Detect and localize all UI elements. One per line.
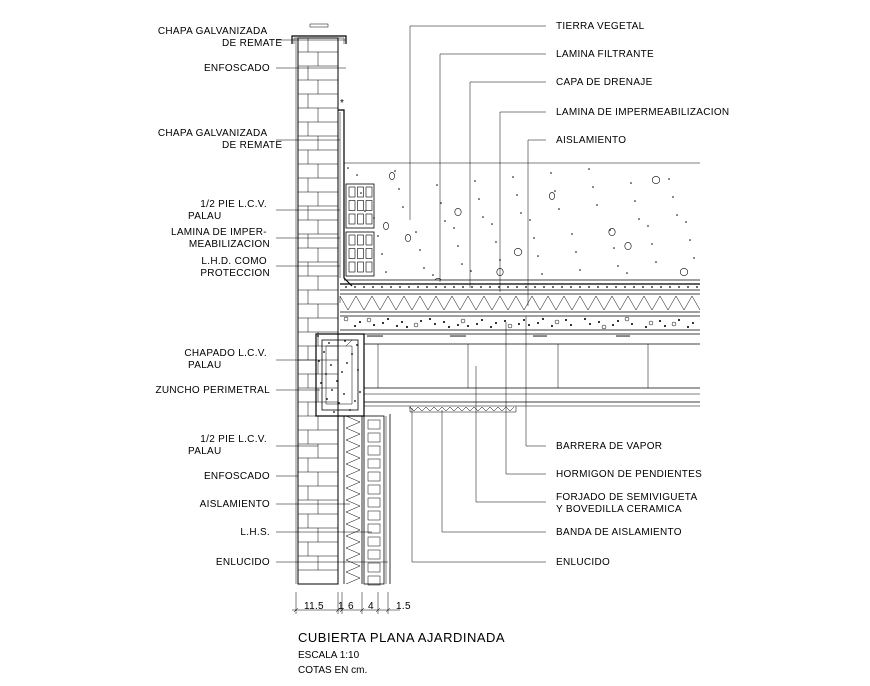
- drawing-title: CUBIERTA PLANA AJARDINADA: [298, 630, 505, 645]
- label-forjado: FORJADO DE SEMIVIGUETA Y BOVEDILLA CERAM…: [556, 492, 700, 515]
- label-chapado-lcv: CHAPADO L.C.V. PALAU: [184, 348, 270, 371]
- left-leaders: [276, 39, 388, 563]
- label-lamina-filtrante: LAMINA FILTRANTE: [556, 49, 654, 60]
- soil-layer: [344, 162, 700, 281]
- label-zuncho-perimetral: ZUNCHO PERIMETRAL: [155, 385, 270, 396]
- drawing-units: COTAS EN cm.: [298, 665, 367, 676]
- hollow-brick-lower: [363, 414, 391, 586]
- label-enlucido-left: ENLUCIDO: [216, 557, 270, 568]
- label-aislamiento-right: AISLAMIENTO: [556, 135, 626, 146]
- brick-wall: [295, 37, 339, 585]
- label-tierra-vegetal: TIERRA VEGETAL: [556, 21, 645, 32]
- svg-text:*: *: [340, 98, 344, 109]
- dimension-line: [292, 592, 400, 614]
- lower-cavity-insulation: [343, 415, 363, 585]
- label-banda-aislamiento: BANDA DE AISLAMIENTO: [556, 527, 682, 538]
- dimension-1-5: 1.5: [396, 601, 411, 612]
- label-lamina-impermeabilizacion: LAMINA DE IMPERMEABILIZACION: [556, 107, 729, 118]
- slab-forjado: [364, 333, 700, 413]
- insulation-layer: [339, 293, 701, 313]
- inner-flashing: *: [338, 98, 353, 287]
- label-lhs: L.H.S.: [240, 527, 270, 538]
- label-enlucido-right: ENLUCIDO: [556, 557, 610, 568]
- dimension-1: 1: [338, 601, 344, 612]
- drawing-scale: ESCALA 1:10: [298, 650, 360, 661]
- dimension-4: 4: [368, 601, 374, 612]
- hollow-brick-protection: [345, 183, 375, 277]
- right-labels: TIERRA VEGETAL LAMINA FILTRANTE CAPA DE …: [556, 21, 729, 568]
- label-enfoscado-top: ENFOSCADO: [204, 63, 270, 74]
- drainage-layer: [340, 283, 700, 291]
- label-chapa-remate-mid: CHAPA GALVANIZADA DE REMATE: [158, 128, 282, 151]
- label-chapa-remate-top: CHAPA GALVANIZADA DE REMATE: [158, 26, 282, 49]
- title-block: CUBIERTA PLANA AJARDINADA ESCALA 1:10 CO…: [298, 630, 505, 676]
- dimension-11-5: 11.5: [304, 601, 324, 612]
- label-aislamiento-left: AISLAMIENTO: [200, 499, 270, 510]
- label-hormigon-pendientes: HORMIGON DE PENDIENTES: [556, 469, 702, 480]
- slope-concrete: [340, 315, 700, 331]
- label-barrera-vapor: BARRERA DE VAPOR: [556, 441, 662, 452]
- right-leaders: [409, 25, 546, 563]
- left-labels: CHAPA GALVANIZADA DE REMATE ENFOSCADO CH…: [155, 26, 282, 568]
- dimension-6: 6: [348, 601, 354, 612]
- label-medio-pie-top: 1/2 PIE L.C.V. PALAU: [188, 199, 270, 222]
- label-capa-drenaje: CAPA DE DRENAJE: [556, 77, 653, 88]
- label-enfoscado-bottom: ENFOSCADO: [204, 471, 270, 482]
- label-lhd-proteccion: L.H.D. COMO PROTECCION: [200, 256, 270, 279]
- perimeter-beam: [315, 333, 365, 417]
- label-medio-pie-bottom: 1/2 PIE L.C.V. PALAU: [188, 434, 270, 457]
- label-lamina-imper: LAMINA DE IMPER- MEABILIZACION: [171, 227, 270, 250]
